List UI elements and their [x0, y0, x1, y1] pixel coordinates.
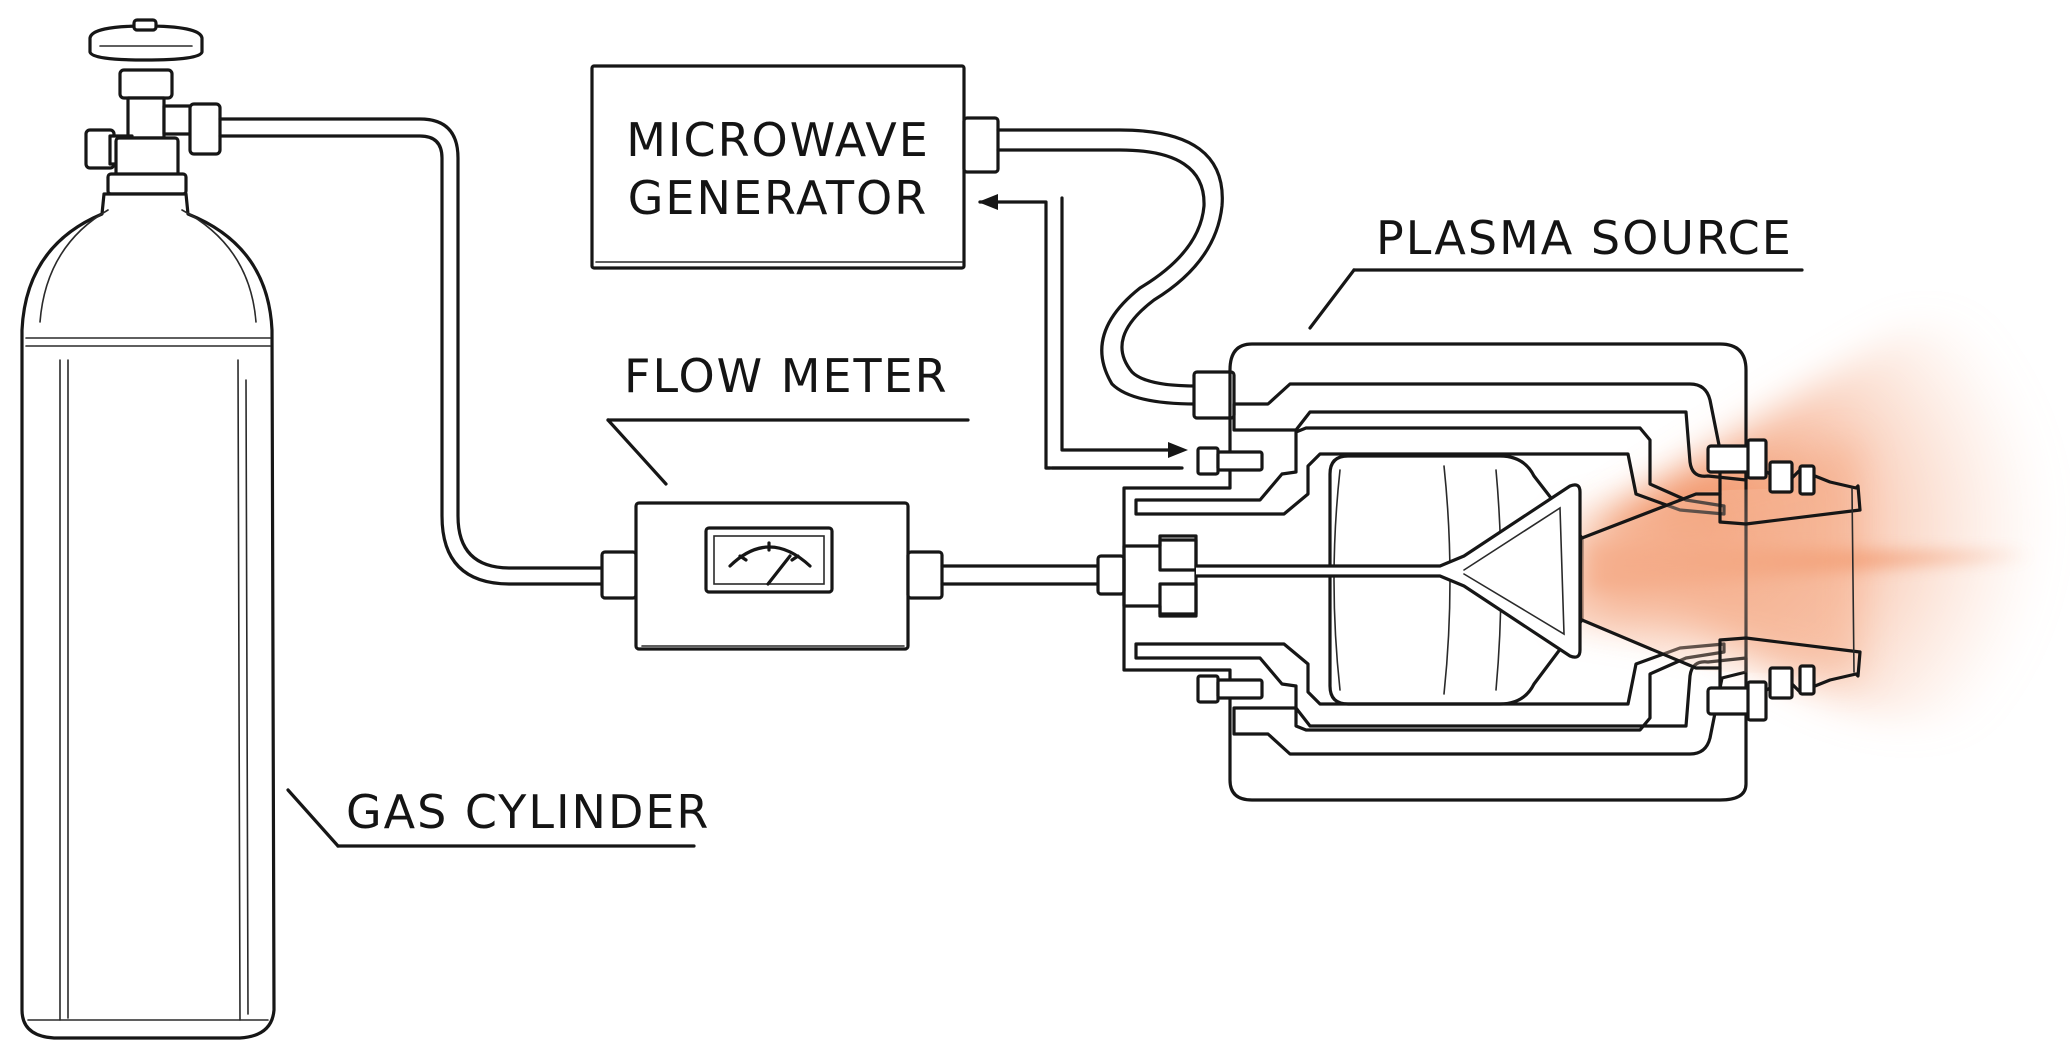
plasma-source: [1122, 342, 1866, 802]
flow-meter-gauge-icon: [704, 526, 834, 594]
label-flow-meter: FLOW METER: [606, 349, 970, 486]
cylinder-valve: [84, 18, 222, 196]
bolt-icon: [1196, 674, 1264, 704]
gas-cylinder: [20, 18, 276, 1040]
plasma-source-label: PLASMA SOURCE: [1376, 211, 1793, 265]
microwave-label-line1: MICROWAVE: [626, 113, 930, 167]
gas-tube-meter-to-source: [940, 554, 1126, 596]
signal-line: [978, 194, 1188, 470]
label-plasma-source: PLASMA SOURCE: [1308, 211, 1804, 330]
microwave-generator: [590, 64, 1000, 270]
label-gas-cylinder: GAS CYLINDER: [286, 785, 710, 848]
flow-meter-label: FLOW METER: [624, 349, 949, 403]
microwave-label-line2: GENERATOR: [628, 171, 928, 225]
label-microwave-generator: MICROWAVE GENERATOR: [626, 113, 930, 225]
bolt-icon: [1196, 446, 1264, 476]
flow-meter: [600, 501, 944, 651]
bolt-icon: [1706, 664, 1816, 722]
microwave-cable: [996, 128, 1236, 420]
gas-cylinder-label: GAS CYLINDER: [346, 785, 710, 839]
bolt-icon: [1706, 438, 1816, 496]
gas-tube-cylinder-to-meter: [218, 117, 606, 586]
